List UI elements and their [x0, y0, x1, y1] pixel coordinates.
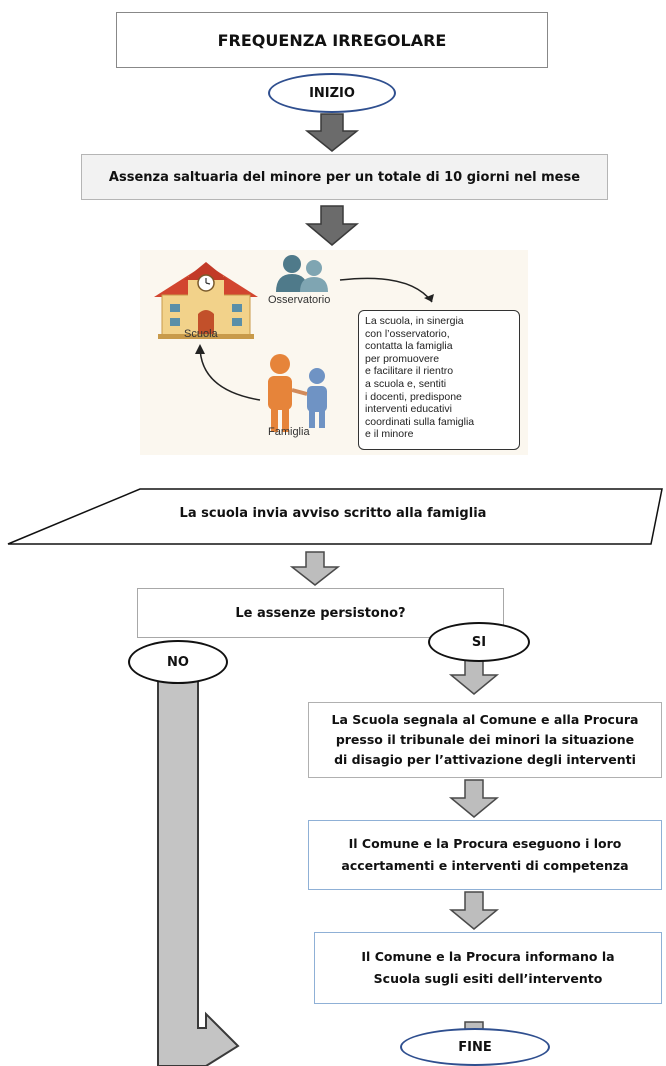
- arrow-down-si-1: [448, 657, 500, 695]
- decision-text: Le assenze persistono?: [235, 605, 406, 621]
- arrow-down-2: [304, 205, 360, 246]
- yes-node: SI: [428, 622, 530, 662]
- observatory-arrow: [339, 277, 433, 303]
- family-label: Famiglia: [268, 426, 310, 438]
- arrow-down-si-3: [448, 891, 500, 930]
- title-box: FREQUENZA IRREGOLARE: [116, 12, 548, 68]
- arrow-down-3: [289, 551, 341, 586]
- observatory-icon: [276, 255, 328, 292]
- end-label: FINE: [458, 1039, 492, 1055]
- end-node: FINE: [400, 1028, 550, 1066]
- step1-box: Assenza saltuaria del minore per un tota…: [81, 154, 608, 200]
- school-icon: [154, 262, 258, 339]
- family-arrow: [199, 345, 261, 401]
- report-step-box: La Scuola segnala al Comune e alla Procu…: [308, 702, 662, 778]
- school-label: Scuola: [184, 328, 218, 340]
- arrow-down-si-2: [448, 779, 500, 818]
- observatory-callout: La scuola, in sinergia con l’osservatori…: [358, 310, 520, 450]
- checks-step-box: Il Comune e la Procura eseguono i loro a…: [308, 820, 662, 890]
- illustration-panel: Scuola Osservatorio Famiglia La scuola, …: [140, 250, 528, 455]
- diagram-title: FREQUENZA IRREGOLARE: [217, 30, 447, 50]
- no-node: NO: [128, 640, 228, 684]
- no-path-arrow: [157, 671, 240, 1066]
- arrow-down-1: [304, 113, 360, 152]
- step1-text: Assenza saltuaria del minore per un tota…: [108, 169, 581, 185]
- start-label: INIZIO: [309, 85, 355, 101]
- family-icon: [268, 354, 327, 432]
- observatory-label: Osservatorio: [268, 294, 331, 306]
- yes-label: SI: [471, 634, 487, 650]
- inform-step-box: Il Comune e la Procura informano la Scuo…: [314, 932, 662, 1004]
- inform-step-text: Il Comune e la Procura informano la Scuo…: [361, 949, 615, 986]
- checks-step-text: Il Comune e la Procura eseguono i loro a…: [341, 836, 629, 873]
- start-node: INIZIO: [268, 73, 396, 113]
- no-label: NO: [167, 654, 189, 670]
- illustration-graphics: [154, 255, 434, 432]
- notice-text: La scuola invia avviso scritto alla fami…: [179, 506, 487, 521]
- report-step-text: La Scuola segnala al Comune e alla Procu…: [331, 712, 639, 767]
- notice-shape: [7, 488, 663, 545]
